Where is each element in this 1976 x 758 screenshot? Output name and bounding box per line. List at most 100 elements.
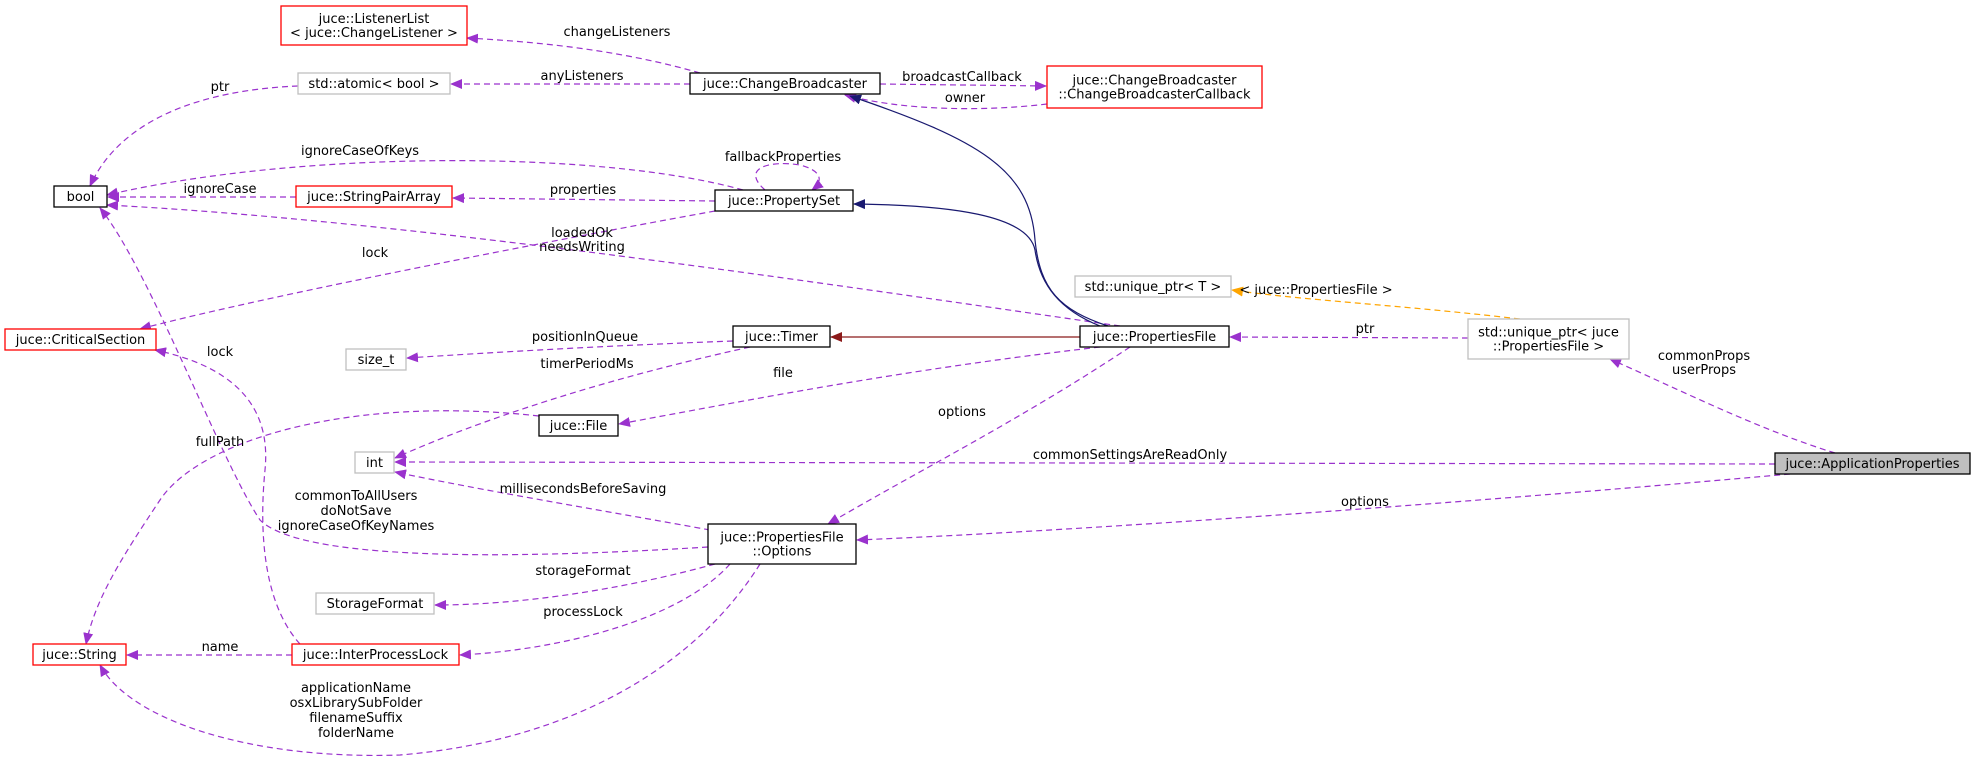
- node-label-storageformat: StorageFormat: [327, 597, 424, 612]
- node-label-listenerlist: < juce::ChangeListener >: [290, 26, 458, 41]
- edge-label-ap-int: commonSettingsAreReadOnly: [1033, 448, 1228, 463]
- edge-label-timer-int: timerPeriodMs: [540, 357, 633, 372]
- edge-opt-string: [99, 563, 761, 757]
- node-interprocesslock[interactable]: juce::InterProcessLock: [291, 643, 460, 666]
- edge-label-opt-bool: doNotSave: [321, 504, 392, 519]
- node-label-propertyset: juce::PropertySet: [727, 194, 840, 209]
- edge-file-string: [83, 410, 540, 645]
- node-changebroadcaster[interactable]: juce::ChangeBroadcaster: [689, 72, 881, 95]
- edge-opt-storage: [434, 563, 716, 610]
- edge-label-opt-string: folderName: [318, 726, 394, 741]
- node-uniqueptr_pf[interactable]: std::unique_ptr< juce::PropertiesFile >: [1467, 318, 1630, 360]
- edge-labels-layer: changeListenersanyListenersptrbroadcastC…: [184, 25, 1751, 741]
- node-label-uniqueptr_t: std::unique_ptr< T >: [1085, 280, 1222, 295]
- edge-label-cb-listenerlist: changeListeners: [564, 25, 671, 40]
- node-label-uniqueptr_pf: ::PropertiesFile >: [1493, 340, 1604, 355]
- edge-pf-cb: [849, 94, 1109, 327]
- edge-ap-uppf: [1609, 358, 1836, 454]
- node-options[interactable]: juce::PropertiesFile::Options: [707, 523, 857, 565]
- node-label-timer: juce::Timer: [744, 330, 819, 345]
- node-propertyset[interactable]: juce::PropertySet: [714, 189, 854, 212]
- edge-label-ps-cs: lock: [362, 246, 389, 261]
- edge-label-pf-bool: needsWriting: [539, 240, 625, 255]
- node-box-timer: [732, 325, 831, 348]
- node-size_t[interactable]: size_t: [345, 348, 407, 371]
- edges-layer: [83, 33, 1836, 757]
- edge-label-file-string: fullPath: [196, 435, 245, 450]
- node-label-changebroadcaster: juce::ChangeBroadcaster: [702, 77, 868, 92]
- node-label-cbcallback: juce::ChangeBroadcaster: [1071, 74, 1237, 89]
- edge-pf-file: [618, 346, 1101, 427]
- edge-label-ap-uppf: commonProps: [1658, 349, 1750, 364]
- node-storageformat[interactable]: StorageFormat: [315, 592, 435, 615]
- node-int[interactable]: int: [354, 451, 395, 474]
- edge-label-uppf-pf: ptr: [1356, 322, 1375, 337]
- node-box-listenerlist: [280, 5, 468, 46]
- node-propertiesfile[interactable]: juce::PropertiesFile: [1079, 325, 1230, 348]
- node-label-interprocesslock: juce::InterProcessLock: [302, 648, 449, 663]
- node-string[interactable]: juce::String: [32, 643, 127, 666]
- node-label-criticalsection: juce::CriticalSection: [15, 333, 146, 348]
- node-label-appprops: juce::ApplicationProperties: [1784, 457, 1959, 472]
- edge-ap-options: [856, 473, 1791, 545]
- edge-uppf-pf: [1229, 332, 1469, 343]
- node-box-string: [32, 643, 127, 666]
- node-label-options: juce::PropertiesFile: [719, 531, 843, 546]
- edge-label-ps-bool: ignoreCaseOfKeys: [301, 144, 419, 159]
- node-criticalsection[interactable]: juce::CriticalSection: [4, 328, 157, 351]
- node-box-uniqueptr_t: [1074, 275, 1232, 298]
- edge-label-pf-options: options: [938, 405, 986, 420]
- edge-label-opt-bool: ignoreCaseOfKeyNames: [278, 519, 435, 534]
- edge-label-ps-self: fallbackProperties: [725, 150, 842, 165]
- edge-label-opt-string: filenameSuffix: [309, 711, 403, 726]
- node-uniqueptr_t[interactable]: std::unique_ptr< T >: [1074, 275, 1232, 298]
- edge-pf-options: [827, 346, 1131, 525]
- edge-label-opt-storage: storageFormat: [535, 564, 630, 579]
- node-box-interprocesslock: [291, 643, 460, 666]
- edge-label-ap-options: options: [1341, 495, 1389, 510]
- edge-ap-int: [394, 457, 1776, 468]
- node-label-options: ::Options: [753, 545, 812, 560]
- edge-opt-bool: [99, 207, 709, 556]
- edge-ps-cs: [139, 210, 716, 332]
- node-stringpairarray[interactable]: juce::StringPairArray: [295, 185, 453, 208]
- node-timer[interactable]: juce::Timer: [732, 325, 831, 348]
- node-box-propertiesfile: [1079, 325, 1230, 348]
- node-box-options: [707, 523, 857, 565]
- node-box-changebroadcaster: [689, 72, 881, 95]
- edge-ps-self: [755, 162, 824, 191]
- node-box-criticalsection: [4, 328, 157, 351]
- node-cbcallback[interactable]: juce::ChangeBroadcaster::ChangeBroadcast…: [1046, 65, 1263, 109]
- edge-ipl-cs: [154, 347, 301, 645]
- edge-cbcallback-cb: [844, 93, 1048, 110]
- node-file[interactable]: juce::File: [538, 414, 619, 437]
- edge-label-uppf-upt: < juce::PropertiesFile >: [1239, 283, 1392, 298]
- edge-label-ipl-cs: lock: [207, 345, 234, 360]
- node-label-size_t: size_t: [358, 353, 395, 368]
- node-label-atomic: std::atomic< bool >: [308, 77, 439, 92]
- edge-label-opt-string: osxLibrarySubFolder: [290, 696, 423, 711]
- edge-pf-ps: [853, 199, 1101, 327]
- edge-uppf-upt: [1231, 286, 1521, 320]
- edge-opt-int: [394, 469, 711, 531]
- edge-label-opt-bool: commonToAllUsers: [295, 489, 418, 504]
- edge-label-pf-file: file: [773, 366, 793, 381]
- edge-label-opt-ipl: processLock: [543, 605, 623, 620]
- edge-atomic-bool: [89, 85, 299, 187]
- node-bool[interactable]: bool: [53, 185, 108, 208]
- node-box-file: [538, 414, 619, 437]
- node-appprops[interactable]: juce::ApplicationProperties: [1774, 452, 1971, 475]
- node-box-cbcallback: [1046, 65, 1263, 109]
- edge-pf-bool: [106, 200, 1121, 327]
- node-listenerlist[interactable]: juce::ListenerList< juce::ChangeListener…: [280, 5, 468, 46]
- node-box-uniqueptr_pf: [1467, 318, 1630, 360]
- edge-cb-cbcallback: [879, 80, 1047, 91]
- edge-timer-int: [394, 346, 751, 459]
- edge-label-ps-spa: properties: [550, 183, 617, 198]
- node-atomic[interactable]: std::atomic< bool >: [297, 72, 451, 95]
- node-box-stringpairarray: [295, 185, 453, 208]
- node-label-propertiesfile: juce::PropertiesFile: [1092, 330, 1216, 345]
- node-box-storageformat: [315, 592, 435, 615]
- node-label-file: juce::File: [549, 419, 608, 434]
